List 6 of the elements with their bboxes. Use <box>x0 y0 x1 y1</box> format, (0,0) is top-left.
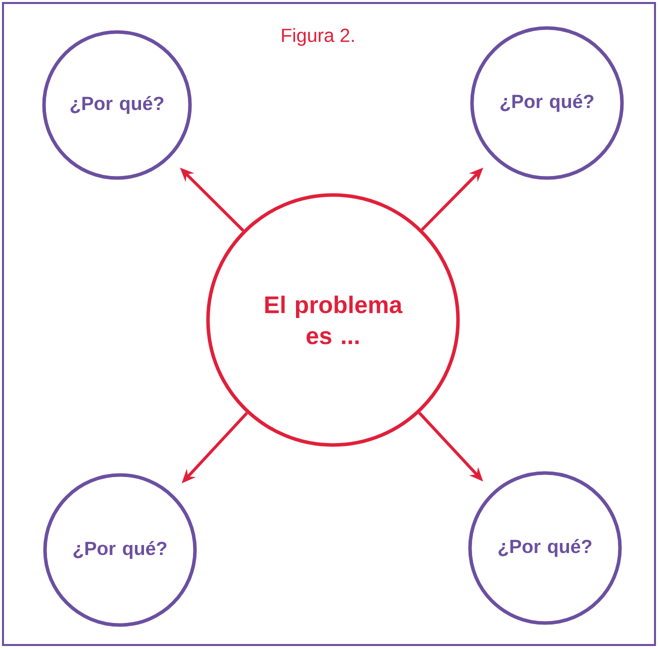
circle-node: ¿Por qué? <box>43 473 197 627</box>
circle-node: ¿Por qué? <box>42 30 192 180</box>
circle-node: ¿Por qué? <box>470 26 624 180</box>
circle-node: ¿Por qué? <box>468 471 622 625</box>
circle-node: El problema es ... <box>206 193 460 447</box>
figure-title: Figura 2. <box>282 28 354 46</box>
